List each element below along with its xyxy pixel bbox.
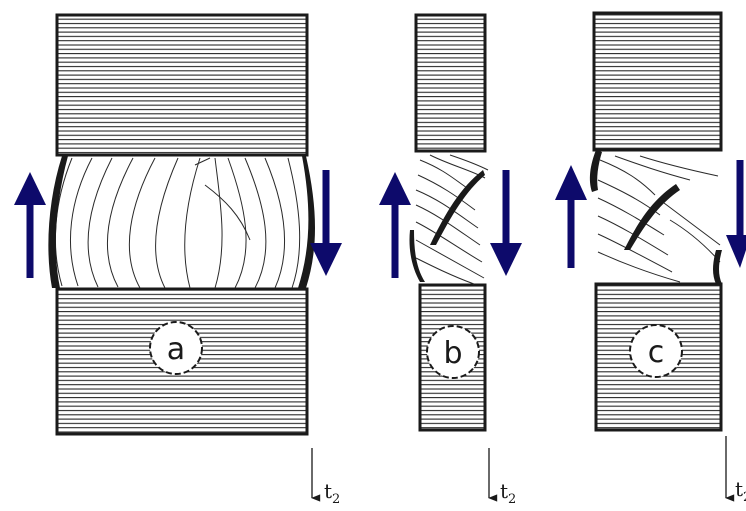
shear-up-arrow-b (379, 172, 411, 278)
shear-zone-c (597, 155, 721, 283)
panel-letter-c: c (648, 335, 665, 370)
time-subscript-b: 2 (508, 492, 516, 507)
time-arrow-b: t2 (488, 448, 516, 507)
time-arrow-a: t2 (311, 448, 340, 507)
wedge-b (430, 170, 485, 245)
wedge-c (624, 184, 680, 250)
wedge-right-a (298, 156, 315, 288)
panel-letter-b: b (443, 336, 462, 371)
shear-zone-b (415, 154, 489, 285)
shear-zone-a (54, 157, 301, 289)
shear-up-arrow-c (555, 165, 587, 268)
time-label-b: t (500, 479, 508, 503)
upper-block-c (592, 11, 723, 152)
svg-text:t2: t2 (324, 479, 340, 507)
panel-b: b t2 (379, 13, 522, 507)
shear-up-arrow-a (14, 172, 46, 278)
panel-label-a: a (149, 321, 203, 375)
svg-text:t2: t2 (500, 479, 516, 507)
wedge-c-left (589, 150, 602, 192)
time-arrow-c: t2 (725, 436, 746, 505)
shear-down-arrow-c (726, 160, 746, 268)
panel-label-b: b (426, 325, 480, 379)
wedge-left-a (48, 156, 68, 288)
upper-block-a (55, 13, 309, 157)
upper-block-b (414, 13, 487, 153)
wedge-c-right (713, 250, 722, 284)
time-label-a: t (324, 479, 332, 503)
panel-label-c: c (629, 324, 683, 378)
panel-letter-a: a (167, 332, 185, 367)
wedge-b-left (409, 230, 425, 282)
svg-text:t2: t2 (735, 477, 746, 505)
time-subscript-c: 2 (743, 490, 746, 505)
panel-c: c t2 (555, 11, 746, 505)
shear-down-arrow-b (490, 170, 522, 276)
panel-a: a t2 (14, 13, 342, 507)
time-subscript-a: 2 (332, 492, 340, 507)
time-label-c: t (735, 477, 743, 501)
shear-down-arrow-a (310, 170, 342, 276)
